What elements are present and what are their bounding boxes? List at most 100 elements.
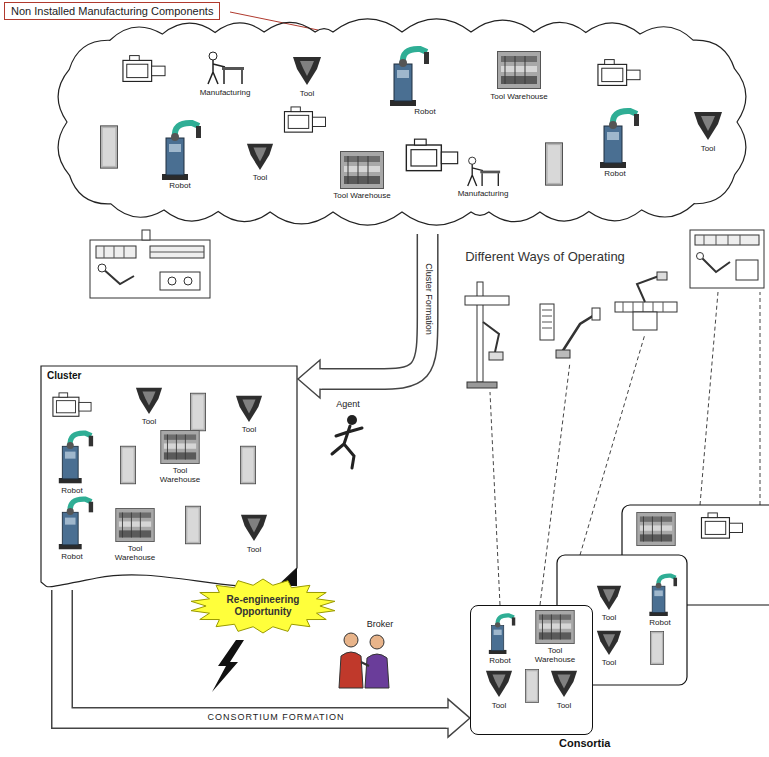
component-label: Tool bbox=[557, 702, 572, 711]
floor-plan bbox=[700, 256, 730, 272]
tool-icon bbox=[293, 57, 321, 85]
robot-configuration bbox=[483, 322, 499, 352]
tool-icon bbox=[486, 671, 512, 697]
cabinet-icon bbox=[100, 126, 117, 168]
arrow-outline bbox=[320, 234, 428, 379]
component-label: Manufacturing bbox=[200, 89, 251, 98]
robot-configuration bbox=[540, 304, 600, 358]
arrow-outline bbox=[62, 590, 448, 718]
tool-icon bbox=[247, 144, 273, 170]
cloud-outline bbox=[58, 19, 746, 225]
broker-figure bbox=[344, 633, 358, 647]
flow-arrow bbox=[62, 590, 470, 737]
floor-plan bbox=[704, 235, 740, 245]
arrow-body bbox=[62, 590, 448, 718]
robot-icon bbox=[59, 433, 93, 483]
broker-figure bbox=[370, 635, 384, 649]
robot-icon bbox=[162, 123, 201, 180]
floor-plan bbox=[697, 253, 704, 260]
broker-figure bbox=[361, 662, 369, 666]
starburst-outline bbox=[191, 579, 335, 633]
floor-plan bbox=[104, 246, 204, 258]
agent-figure bbox=[347, 415, 357, 425]
robot-icon bbox=[390, 49, 429, 106]
component-label: Tool Warehouse bbox=[111, 545, 159, 563]
robot-configuration bbox=[542, 310, 552, 328]
warehouse-icon bbox=[498, 52, 541, 89]
robot-configuration bbox=[637, 276, 659, 302]
robot-configuration bbox=[467, 382, 497, 388]
floor-plan bbox=[90, 230, 210, 298]
robot-icon bbox=[59, 499, 93, 549]
component-label: Robot bbox=[61, 487, 82, 496]
warehouse-icon bbox=[341, 152, 384, 189]
floor-plan bbox=[736, 260, 758, 280]
component-label: Tool bbox=[300, 90, 315, 99]
cabinet-icon bbox=[545, 143, 562, 185]
floor-plan bbox=[102, 268, 134, 284]
cabinet-icon bbox=[120, 446, 135, 484]
component-label: Tool bbox=[242, 426, 257, 435]
floor-plan bbox=[690, 230, 764, 288]
component-label: Robot bbox=[169, 182, 190, 191]
arrow-head bbox=[298, 360, 320, 398]
figure-label: Agent bbox=[336, 400, 360, 410]
robot-configuration bbox=[540, 304, 554, 340]
cluster-outline bbox=[41, 366, 297, 587]
robot-configuration bbox=[465, 296, 509, 305]
machine-icon bbox=[598, 60, 640, 86]
warehouse-icon bbox=[161, 430, 199, 463]
warehouse-icon bbox=[116, 508, 154, 541]
broker-figure bbox=[339, 652, 363, 688]
warehouse-icon bbox=[637, 512, 675, 545]
machine-icon bbox=[284, 107, 325, 132]
component-label: Robot bbox=[649, 619, 670, 628]
component-label: Robot bbox=[61, 553, 82, 562]
component-label: Tool bbox=[492, 702, 507, 711]
robot-configuration bbox=[592, 308, 600, 320]
robot-configuration bbox=[657, 272, 667, 280]
robot-configuration bbox=[633, 312, 657, 330]
arrow-head bbox=[448, 699, 470, 737]
arrow-joint bbox=[447, 709, 450, 728]
node-heading: Cluster bbox=[47, 370, 81, 381]
broker-figure bbox=[339, 633, 389, 688]
robot-icon bbox=[649, 576, 677, 616]
manufacturing-icon bbox=[208, 52, 244, 84]
arrow-label: CONSORTIUM FORMATION bbox=[206, 713, 345, 723]
box-ground bbox=[470, 605, 593, 735]
robot-configuration bbox=[465, 282, 509, 388]
component-label: Robot bbox=[604, 170, 625, 179]
floor-plan bbox=[160, 272, 200, 290]
group-heading: Consortia bbox=[559, 737, 610, 749]
component-label: Tool bbox=[602, 614, 617, 623]
floor-plan bbox=[96, 246, 136, 258]
component-label: Tool bbox=[247, 546, 262, 555]
robot-icon bbox=[489, 615, 515, 654]
floor-plan bbox=[690, 230, 764, 288]
cabinet-icon bbox=[240, 446, 255, 484]
robot-configuration bbox=[623, 302, 663, 312]
component-label: Manufacturing bbox=[458, 190, 509, 199]
component-label: Tool bbox=[701, 145, 716, 154]
node-heading: Non Installed Manufacturing Components bbox=[4, 2, 220, 20]
cabinet-icon bbox=[650, 632, 663, 665]
broker-figure bbox=[365, 654, 389, 688]
machine-icon bbox=[123, 56, 165, 82]
floor-plan bbox=[142, 230, 150, 240]
component-label: Robot bbox=[489, 657, 510, 666]
lightning-bolt bbox=[212, 640, 244, 692]
consortium-box: Consortia bbox=[470, 605, 593, 735]
floor-plan bbox=[98, 264, 106, 272]
tool-icon bbox=[136, 388, 162, 414]
robot-configuration bbox=[615, 272, 677, 330]
cabinet-icon bbox=[185, 506, 200, 544]
component-label: Tool bbox=[142, 418, 157, 427]
component-label: Tool Warehouse bbox=[531, 647, 579, 665]
cabinet-icon bbox=[190, 393, 205, 431]
robot-configuration bbox=[556, 350, 570, 358]
component-label: Tool Warehouse bbox=[333, 192, 391, 201]
